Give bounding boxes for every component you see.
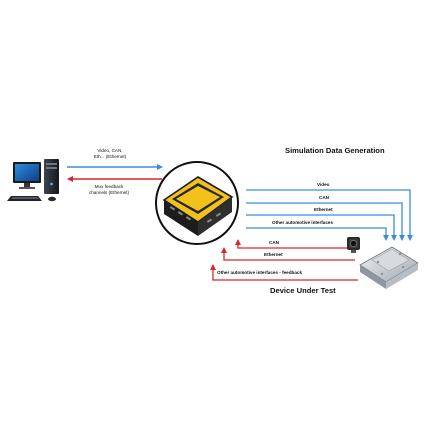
- device-under-test-label: Device Under Test: [270, 286, 336, 295]
- pc-to-box-label: Video, CAN, Eth... (Ethernet): [80, 148, 140, 159]
- video-line: [246, 189, 413, 241]
- ethernet-line-label: Ethernet: [314, 207, 333, 212]
- diagram-title: Simulation Data Generation: [285, 146, 385, 155]
- other-feedback-line: [210, 264, 358, 281]
- from-dut-feedback-lines: [210, 239, 358, 281]
- ethernet-feedback-label: Ethernet: [264, 252, 283, 257]
- other-interfaces-line: [246, 227, 389, 241]
- to-dut-signal-lines: [246, 189, 413, 241]
- camera-icon: [347, 237, 360, 253]
- box-to-pc-label-line-1: Mux feedback: [94, 184, 124, 189]
- video-line-label: Video: [317, 182, 330, 187]
- box-to-pc-label: Mux feedback channels (Ethernet): [76, 184, 142, 195]
- other-interfaces-line-label: Other automotive interfaces: [272, 220, 334, 225]
- desktop-computer-icon: [7, 159, 59, 202]
- can-line-label: CAN: [319, 195, 329, 200]
- box-to-pc-label-line-2: channels (Ethernet): [88, 189, 130, 195]
- can-line: [246, 202, 405, 241]
- other-feedback-label: Other automotive interfaces - feedback: [217, 270, 303, 275]
- ethernet-line: [246, 214, 397, 241]
- device-under-test-icon: [359, 246, 419, 289]
- pc-to-box-label-line-2: Eth... (Ethernet): [93, 153, 127, 159]
- pc-to-box-label-line-1: Video, CAN,: [97, 148, 123, 153]
- ethernet-feedback-line: [221, 247, 355, 261]
- can-feedback-line: [235, 239, 350, 249]
- can-feedback-label: CAN: [269, 240, 279, 245]
- simulation-hardware-box: [155, 161, 239, 245]
